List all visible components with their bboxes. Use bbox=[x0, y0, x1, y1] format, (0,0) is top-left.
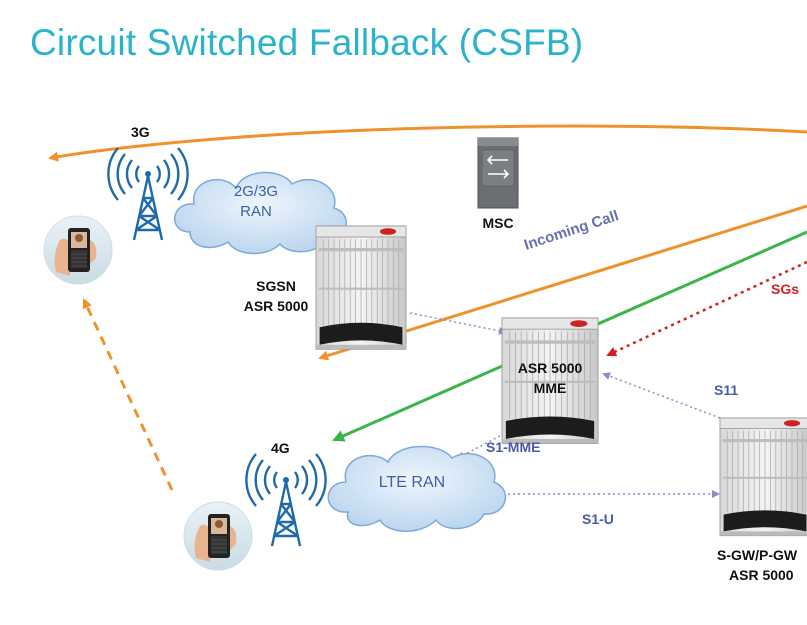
incoming-call-label: Incoming Call bbox=[522, 207, 621, 254]
s1-mme-label: S1-MME bbox=[486, 439, 540, 455]
cloud-icon bbox=[327, 445, 507, 532]
sgs-label: SGs bbox=[771, 281, 799, 297]
call-path-3g bbox=[48, 124, 807, 162]
label-4g: 4G bbox=[271, 440, 290, 456]
s11-label: S11 bbox=[714, 382, 738, 398]
msc-switch-icon bbox=[477, 137, 519, 209]
msc-label: MSC bbox=[482, 215, 513, 231]
cloud-icon bbox=[173, 171, 347, 255]
ran-2g3g-label-1: 2G/3G bbox=[234, 183, 278, 200]
cell-tower-icon bbox=[107, 146, 189, 242]
mme-label-2: MME bbox=[534, 380, 567, 396]
ran-2g3g-label-2: RAN bbox=[240, 203, 272, 220]
cell-tower-icon bbox=[245, 452, 327, 548]
sgsn-label-2: ASR 5000 bbox=[244, 298, 309, 314]
s1-u-label: S1-U bbox=[582, 511, 614, 527]
mobile-phone-icon bbox=[43, 215, 113, 285]
router-chassis-icon bbox=[719, 417, 807, 537]
lte-ran-label: LTE RAN bbox=[379, 474, 445, 491]
sgs-link bbox=[606, 260, 807, 357]
mobile-phone-icon bbox=[183, 501, 253, 571]
page-title: Circuit Switched Fallback (CSFB) bbox=[30, 22, 584, 63]
fallback-arrow bbox=[82, 298, 174, 491]
sgsn-label-1: SGSN bbox=[256, 278, 296, 294]
s11-link bbox=[602, 372, 721, 419]
sgw-label-1: S-GW/P-GW bbox=[717, 547, 798, 563]
mme-label-1: ASR 5000 bbox=[518, 360, 583, 376]
label-3g: 3G bbox=[131, 124, 150, 140]
sgw-label-2: ASR 5000 bbox=[729, 567, 794, 583]
router-chassis-icon bbox=[315, 225, 407, 350]
sgsn-mme-link bbox=[409, 312, 507, 335]
